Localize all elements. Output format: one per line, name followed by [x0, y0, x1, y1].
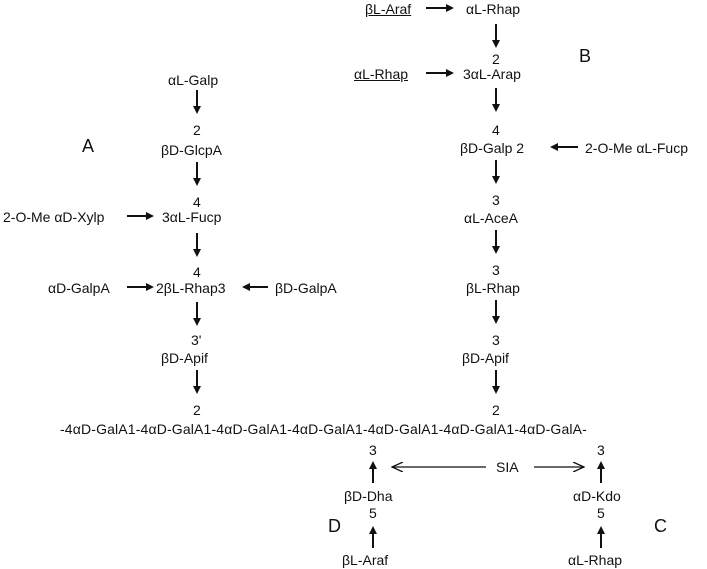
a-link-2: 4: [193, 194, 201, 210]
b-link-1: 2: [492, 51, 500, 67]
b-link-5: 3: [492, 332, 500, 348]
b-link-3: 3: [492, 192, 500, 208]
a-link-5: 2: [193, 402, 201, 418]
label-c: C: [654, 516, 667, 536]
a-rhap: 2βL-Rhap3: [156, 280, 226, 296]
d-link-1: 3: [369, 442, 377, 458]
sia-label: SIA: [496, 459, 519, 475]
c-link-2: 5: [597, 505, 605, 521]
b-araf: βL-Araf: [365, 1, 412, 17]
a-galp: αL-Galp: [168, 72, 219, 88]
label-a: A: [82, 136, 95, 156]
a-link-3: 4: [193, 264, 201, 280]
a-link-1: 2: [193, 122, 201, 138]
b-link-4: 3: [492, 262, 500, 278]
a-link-4: 3': [191, 332, 202, 348]
b-apif: βD-Apif: [462, 350, 509, 366]
d-dha: βD-Dha: [344, 488, 393, 504]
c-link-1: 3: [597, 442, 605, 458]
b-fucp: 2-O-Me αL-Fucp: [585, 140, 689, 156]
label-d: D: [328, 516, 341, 536]
c-kdo: αD-Kdo: [573, 488, 621, 504]
a-xylp: 2-O-Me αD-Xylp: [3, 209, 105, 225]
b-link-6: 2: [492, 402, 500, 418]
b-rhap-side: αL-Rhap: [354, 66, 409, 82]
b-link-2: 4: [492, 122, 500, 138]
b-rhap: βL-Rhap: [466, 280, 520, 296]
a-fucp: 3αL-Fucp: [162, 209, 222, 225]
b-galp: βD-Galp 2: [460, 140, 525, 156]
a-apif: βD-Apif: [161, 350, 208, 366]
d-link-2: 5: [369, 505, 377, 521]
c-rhap: αL-Rhap: [568, 552, 623, 568]
d-araf: βL-Araf: [342, 552, 389, 568]
backbone-chain: -4αD-GalA1-4αD-GalA1-4αD-GalA1-4αD-GalA1…: [60, 421, 587, 437]
a-galpa-left: αD-GalpA: [48, 280, 110, 296]
a-galpa-right: βD-GalpA: [275, 280, 337, 296]
b-rhap-top: αL-Rhap: [466, 1, 521, 17]
label-b: B: [579, 46, 592, 66]
b-acea: αL-AceA: [464, 210, 519, 226]
b-arap: 3αL-Arap: [463, 66, 521, 82]
a-glcpa: βD-GlcpA: [161, 142, 222, 158]
